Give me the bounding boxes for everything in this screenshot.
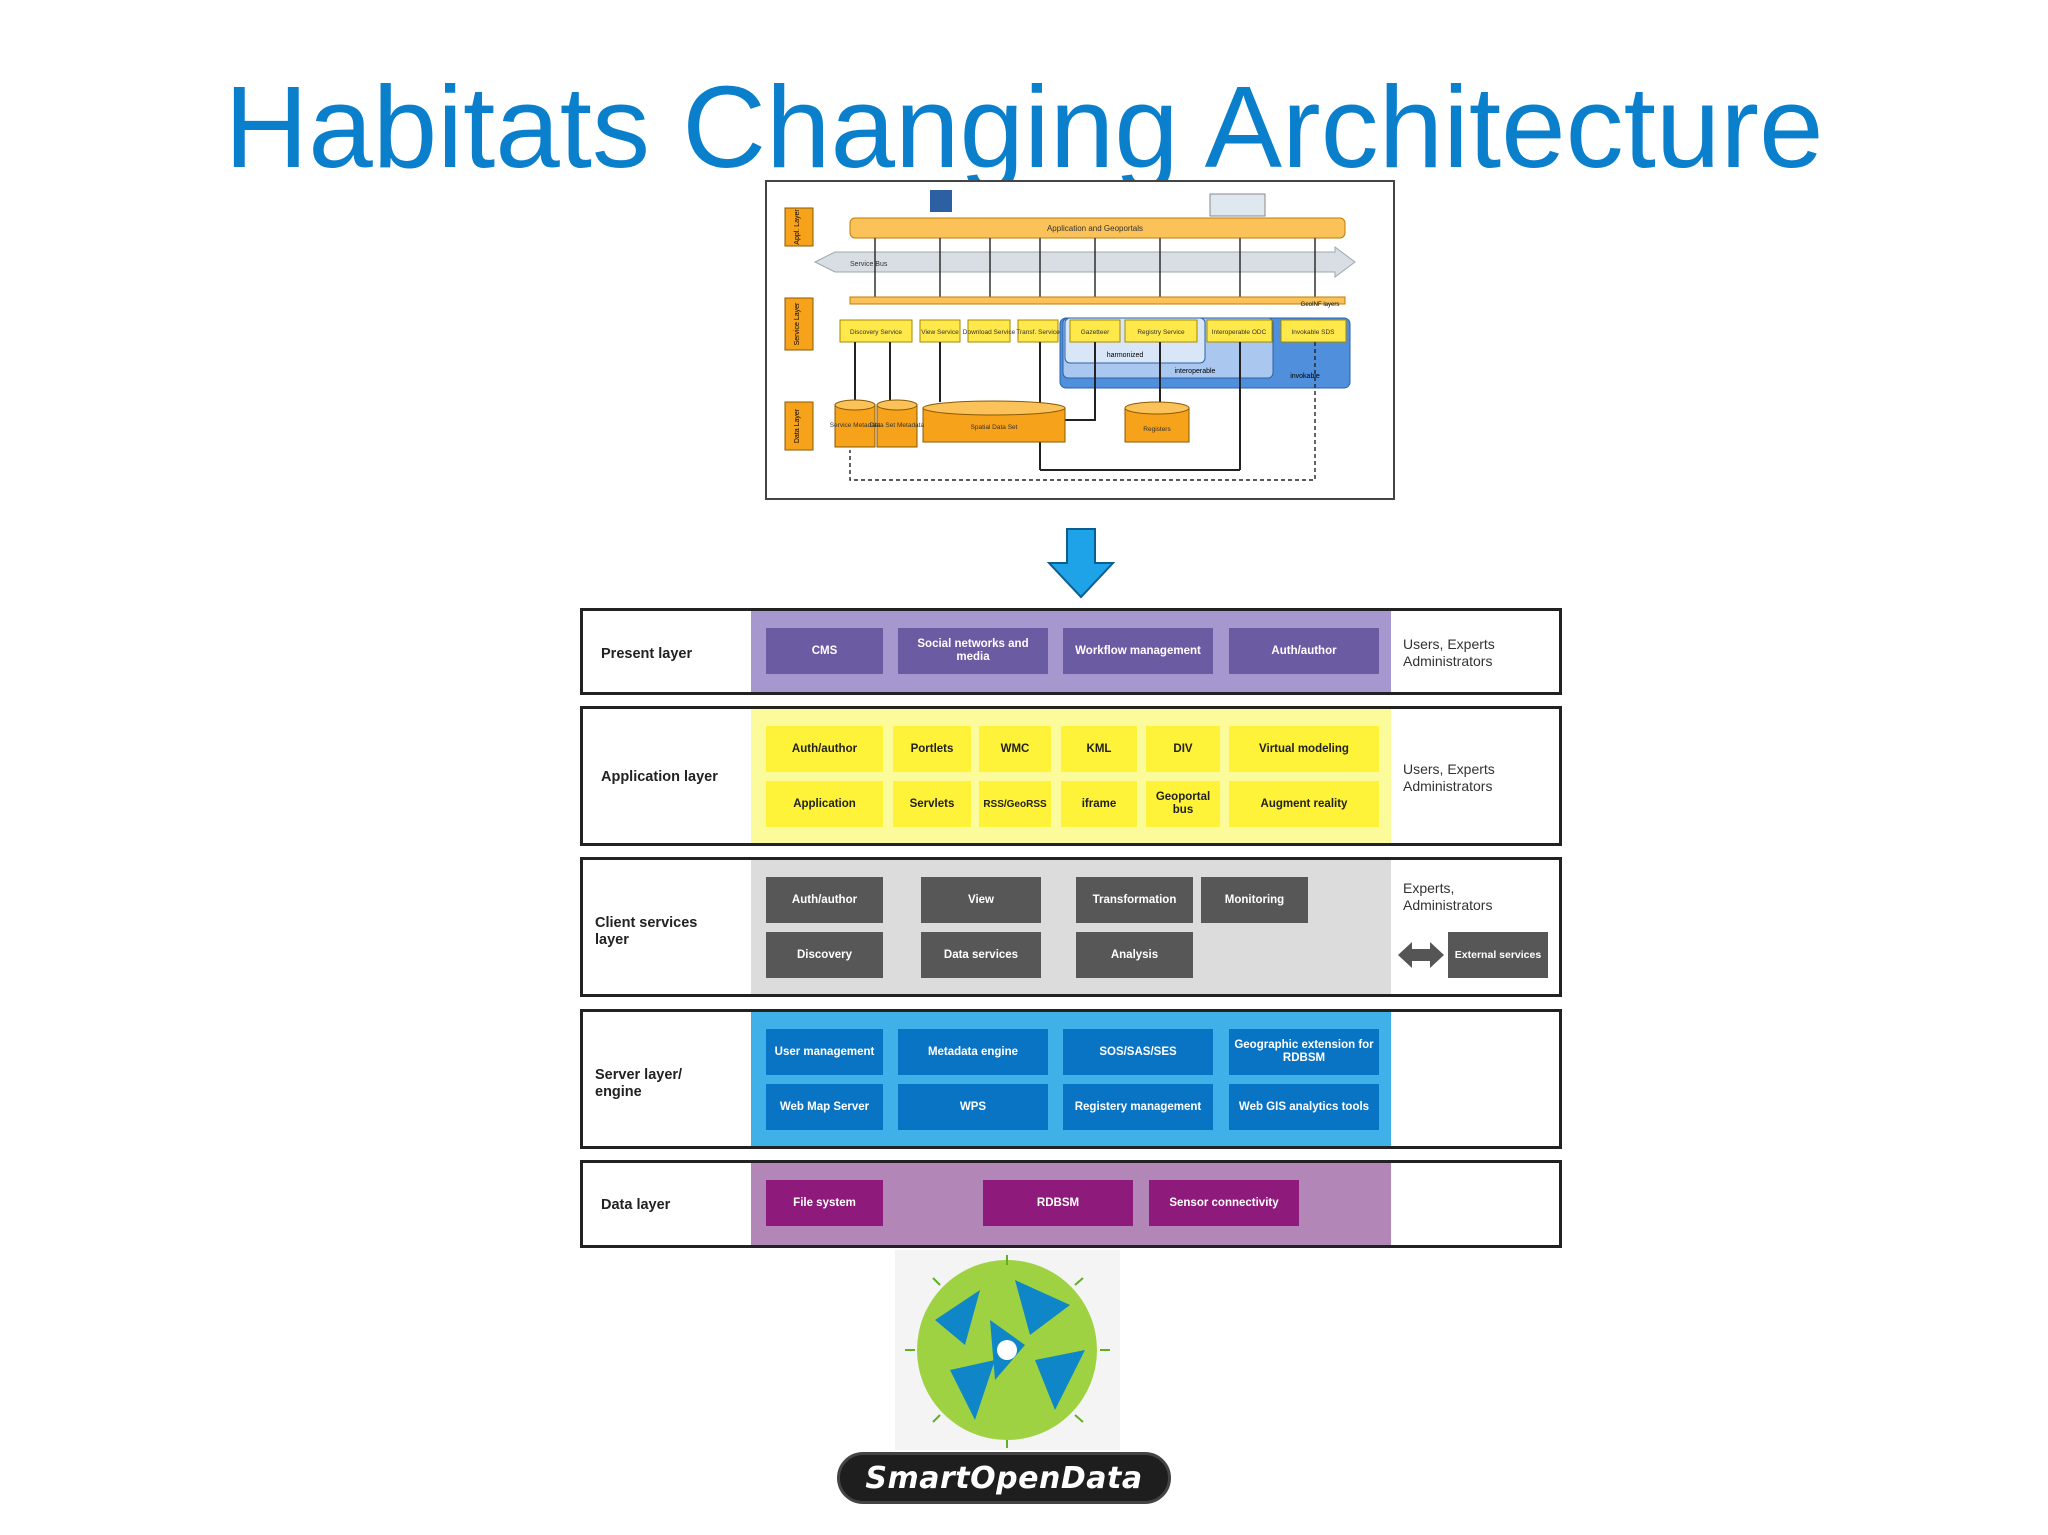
app-kml: KML xyxy=(1061,726,1137,772)
client-monitoring: Monitoring xyxy=(1201,877,1308,923)
old-service-registry: Registry Service xyxy=(1137,329,1185,336)
server-layer-label: Server layer/ engine xyxy=(595,1067,683,1100)
old-service-odc: Interoperable ODC xyxy=(1212,329,1267,336)
old-service-gazetteer: Gazetteer xyxy=(1081,329,1110,336)
server-registery-management: Registery management xyxy=(1063,1084,1213,1130)
application-layer: Application layer Auth/author Portlets W… xyxy=(580,706,1562,846)
data-layer-label: Data layer xyxy=(601,1197,671,1213)
present-side-text: Users, Experts Administrators xyxy=(1403,636,1495,669)
old-service-transf: Transf. Service xyxy=(1016,329,1060,336)
old-data-stores xyxy=(834,399,1190,448)
old-service-discovery: Discovery Service xyxy=(850,329,902,336)
app-rss: RSS/GeoRSS xyxy=(979,781,1051,827)
present-layer-label: Present layer xyxy=(601,646,693,662)
app-div: DIV xyxy=(1146,726,1220,772)
smartopendata-globe-icon xyxy=(895,1250,1120,1450)
server-sos: SOS/SAS/SES xyxy=(1063,1029,1213,1075)
application-layer-label: Application layer xyxy=(601,769,718,785)
data-sensor-connectivity: Sensor connectivity xyxy=(1149,1180,1299,1226)
old-data-dataset-metadata: Data Set Metadata xyxy=(870,422,925,429)
server-user-management: User management xyxy=(766,1029,883,1075)
application-side-text: Users, Experts Administrators xyxy=(1403,761,1495,794)
client-side-text: Experts, Administrators xyxy=(1403,880,1493,913)
present-layer: Present layer CMS Social networks and me… xyxy=(580,608,1562,695)
present-auth: Auth/author xyxy=(1229,628,1379,674)
app-augment-reality: Augment reality xyxy=(1229,781,1379,827)
old-service-view: View Service xyxy=(921,329,959,336)
client-services-layer: Client services layer Auth/author View T… xyxy=(580,857,1562,997)
old-geoinf-layers: GeoINF layers xyxy=(1301,302,1340,308)
bidirectional-arrow-icon xyxy=(1398,942,1444,968)
app-application: Application xyxy=(766,781,883,827)
client-discovery: Discovery xyxy=(766,932,883,978)
data-file-system: File system xyxy=(766,1180,883,1226)
down-arrow-icon xyxy=(1046,528,1116,599)
server-web-gis-tools: Web GIS analytics tools xyxy=(1229,1084,1379,1130)
old-layer-appl: Appl. Layer xyxy=(794,209,801,245)
client-data-services: Data services xyxy=(921,932,1041,978)
client-auth: Auth/author xyxy=(766,877,883,923)
old-service-sds: Invokable SDS xyxy=(1292,329,1336,336)
old-layer-data: Data Layer xyxy=(794,408,801,443)
server-geographic-extension: Geographic extension for RDBSM xyxy=(1229,1029,1379,1075)
old-service-download: Download Service xyxy=(963,329,1016,336)
data-layer: Data layer File system RDBSM Sensor conn… xyxy=(580,1160,1562,1248)
server-layer: Server layer/ engine User management Met… xyxy=(580,1009,1562,1149)
smartopendata-logo: SmartOpenData xyxy=(837,1452,1171,1504)
old-data-service-metadata: Service Metadata xyxy=(830,422,881,429)
present-cms: CMS xyxy=(766,628,883,674)
old-region-invokable: invokable xyxy=(1290,373,1320,380)
computer-icon xyxy=(930,190,952,212)
app-wmc: WMC xyxy=(979,726,1051,772)
slide-title: Habitats Changing Architecture xyxy=(224,62,1824,192)
client-analysis: Analysis xyxy=(1076,932,1193,978)
app-iframe: iframe xyxy=(1061,781,1137,827)
old-layer-tags: Appl. Layer Service Layer Data Layer xyxy=(784,207,814,451)
present-social-networks: Social networks and media xyxy=(898,628,1048,674)
data-rdbsm: RDBSM xyxy=(983,1180,1133,1226)
client-transformation: Transformation xyxy=(1076,877,1193,923)
app-geoportal-bus: Geoportal bus xyxy=(1146,781,1220,827)
client-view: View xyxy=(921,877,1041,923)
client-external-services: External services xyxy=(1448,932,1548,978)
server-metadata-engine: Metadata engine xyxy=(898,1029,1048,1075)
old-region-harmonized: harmonized xyxy=(1107,352,1144,359)
client-layer-label: Client services layer xyxy=(595,915,698,948)
app-auth: Auth/author xyxy=(766,726,883,772)
map-thumbnail-icon xyxy=(1209,193,1266,217)
server-web-map-server: Web Map Server xyxy=(766,1084,883,1130)
app-virtual-modeling: Virtual modeling xyxy=(1229,726,1379,772)
server-wps: WPS xyxy=(898,1084,1048,1130)
old-app-bar: Application and Geoportals xyxy=(1047,224,1143,233)
old-service-bus: Service Bus xyxy=(850,261,888,268)
app-portlets: Portlets xyxy=(893,726,971,772)
old-data-registers: Registers xyxy=(1143,426,1171,433)
present-workflow: Workflow management xyxy=(1063,628,1213,674)
old-region-interoperable: interoperable xyxy=(1175,368,1216,375)
app-servlets: Servlets xyxy=(893,781,971,827)
old-architecture-diagram: Appl. Layer Service Layer Data Layer App… xyxy=(765,180,1395,500)
old-data-spatial: Spatial Data Set xyxy=(971,424,1018,431)
old-layer-service: Service Layer xyxy=(794,302,801,345)
